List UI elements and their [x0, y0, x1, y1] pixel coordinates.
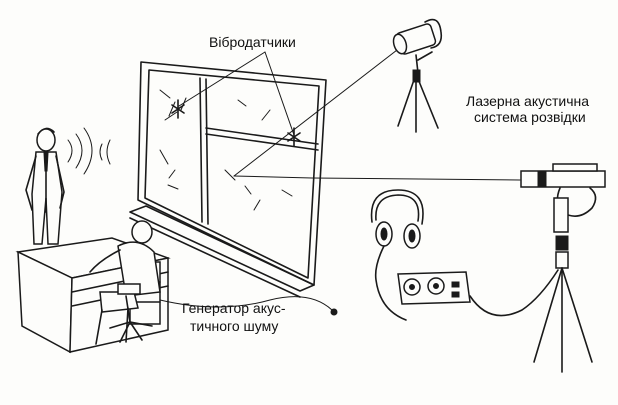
- laser-beams: [233, 39, 521, 181]
- standing-man: [25, 127, 111, 245]
- window: [129, 51, 327, 298]
- label-laser-system-line1: Лазерна акустична: [466, 93, 590, 109]
- laser-receiver: [520, 163, 606, 373]
- tape-recorder: [397, 269, 559, 317]
- vibro-sensor-1-icon: [171, 99, 185, 119]
- label-vibro-sensors: Вібродатчики: [209, 34, 296, 50]
- label-laser-system-line2: система розвідки: [474, 109, 586, 125]
- headphones-icon: [370, 189, 424, 321]
- label-noise-generator-line2: тичного шуму: [190, 318, 279, 334]
- label-noise-generator-line1: Генератор акус-: [182, 300, 286, 316]
- vibro-sensor-2-icon: [287, 127, 301, 147]
- laser-transmitter: [392, 18, 443, 133]
- desk-and-seated-person: [15, 220, 338, 354]
